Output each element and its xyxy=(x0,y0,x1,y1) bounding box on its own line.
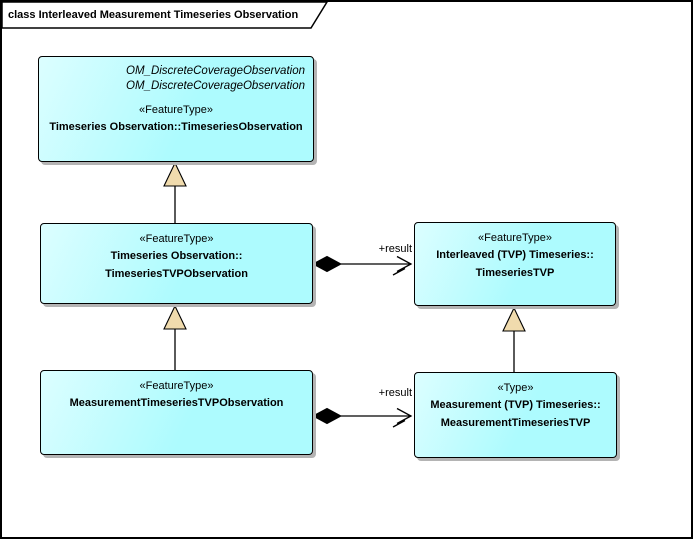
class-box-measurement-timeseries-tvp-observation[interactable]: «FeatureType» MeasurementTimeseriesTVPOb… xyxy=(40,370,313,455)
parent-class-name: OM_DiscreteCoverageObservation xyxy=(126,65,305,77)
class-name-label: Timeseries Observation::TimeseriesObserv… xyxy=(49,121,303,133)
class-name-label: Interleaved (TVP) Timeseries:: xyxy=(436,249,594,261)
class-name-label: MeasurementTimeseriesTVP xyxy=(440,417,591,429)
open-arrowhead-icon xyxy=(392,267,406,276)
class-name-label: TimeseriesTVP xyxy=(475,267,555,279)
class-box-timeseries-tvp[interactable]: «FeatureType» Interleaved (TVP) Timeseri… xyxy=(414,222,616,306)
generalization-arrowhead-icon xyxy=(163,161,187,187)
open-arrowhead-icon xyxy=(396,407,413,425)
association-role-label: +result xyxy=(378,243,412,255)
inherited-class-list: OM_DiscreteCoverageObservation OM_Discre… xyxy=(39,64,313,94)
class-box-measurement-timeseries-tvp[interactable]: «Type» Measurement (TVP) Timeseries:: Me… xyxy=(414,372,617,458)
stereotype-label: «FeatureType» xyxy=(139,233,214,245)
stereotype-label: «Type» xyxy=(497,382,534,394)
frame-tab xyxy=(1,1,329,29)
generalization-arrowhead-icon xyxy=(163,304,187,330)
composition-diamond-icon xyxy=(311,255,343,273)
parent-class-name: OM_DiscreteCoverageObservation xyxy=(126,80,305,92)
class-name-label: Measurement (TVP) Timeseries:: xyxy=(430,399,601,411)
stereotype-label: «FeatureType» xyxy=(478,232,552,244)
association-role-label: +result xyxy=(378,387,412,399)
class-name-label: MeasurementTimeseriesTVPObservation xyxy=(69,397,284,409)
open-arrowhead-icon xyxy=(392,419,406,428)
composition-diamond-icon xyxy=(311,407,343,425)
frame-tab-title: class Interleaved Measurement Timeseries… xyxy=(8,9,299,21)
class-box-timeseries-tvp-observation[interactable]: «FeatureType» Timeseries Observation:: T… xyxy=(40,223,313,304)
stereotype-label: «FeatureType» xyxy=(139,380,214,392)
class-name-label: Timeseries Observation:: xyxy=(110,250,243,262)
stereotype-label: «FeatureType» xyxy=(139,104,213,116)
open-arrowhead-icon xyxy=(396,255,413,273)
class-name-label: TimeseriesTVPObservation xyxy=(105,268,248,280)
generalization-arrowhead-icon xyxy=(502,306,526,332)
class-box-timeseries-observation[interactable]: OM_DiscreteCoverageObservation OM_Discre… xyxy=(38,56,314,162)
